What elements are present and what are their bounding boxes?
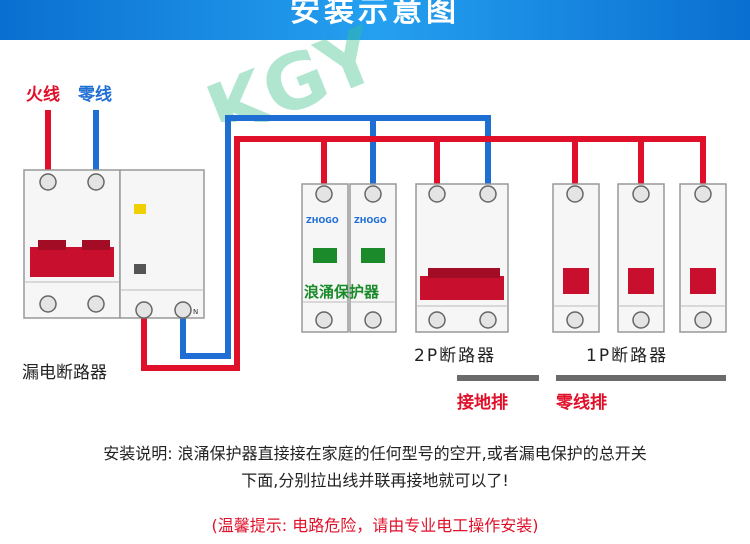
breaker-2p bbox=[415, 183, 509, 333]
ground-bar bbox=[457, 375, 539, 381]
spd-brand-2: ZHOGO bbox=[354, 216, 387, 225]
safety-warning: (温馨提示: 电路危险，请由专业电工操作安装) bbox=[211, 516, 539, 535]
rcd-handle bbox=[30, 247, 114, 277]
ground-bar-label: 接地排 bbox=[457, 393, 508, 413]
rcd-label: 漏电断路器 bbox=[22, 363, 107, 383]
header-banner: 安装示意图 bbox=[0, 0, 750, 40]
live-feed-wire bbox=[141, 136, 706, 371]
watermark-logo: KGY bbox=[200, 22, 391, 122]
rcd-breaker bbox=[23, 169, 205, 319]
spd-label: 浪涌保护器 bbox=[304, 283, 380, 301]
surge-protector bbox=[301, 183, 397, 333]
install-note-line1: 安装说明: 浪涌保护器直接接在家庭的任何型号的空开,或者漏电保护的总开关 bbox=[103, 444, 647, 463]
breaker-1p-b bbox=[617, 183, 665, 333]
spd-brand-1: ZHOGO bbox=[306, 216, 339, 225]
breaker-2p-handle bbox=[420, 276, 504, 300]
install-note-line2: 下面,分别拉出线并联再接地就可以了! bbox=[241, 471, 509, 490]
breaker-1p-label: 1P断路器 bbox=[586, 346, 669, 366]
page-title: 安装示意图 bbox=[290, 0, 460, 29]
breaker-1p-a bbox=[552, 183, 600, 333]
breaker-2p-label: 2P断路器 bbox=[414, 346, 497, 366]
neutral-feed-wire bbox=[180, 115, 491, 359]
indicator-square bbox=[134, 264, 146, 274]
spd-window-1 bbox=[313, 248, 337, 263]
neutral-bar bbox=[556, 375, 726, 381]
breaker-1p-c bbox=[679, 183, 727, 333]
neutral-wire-label: 零线 bbox=[78, 85, 112, 105]
spd-window-2 bbox=[361, 248, 385, 263]
test-button-yellow bbox=[134, 204, 146, 214]
neutral-bar-label: 零线排 bbox=[556, 393, 607, 413]
rcd-terminal-mark: N bbox=[193, 308, 199, 316]
live-wire-label: 火线 bbox=[26, 85, 60, 105]
